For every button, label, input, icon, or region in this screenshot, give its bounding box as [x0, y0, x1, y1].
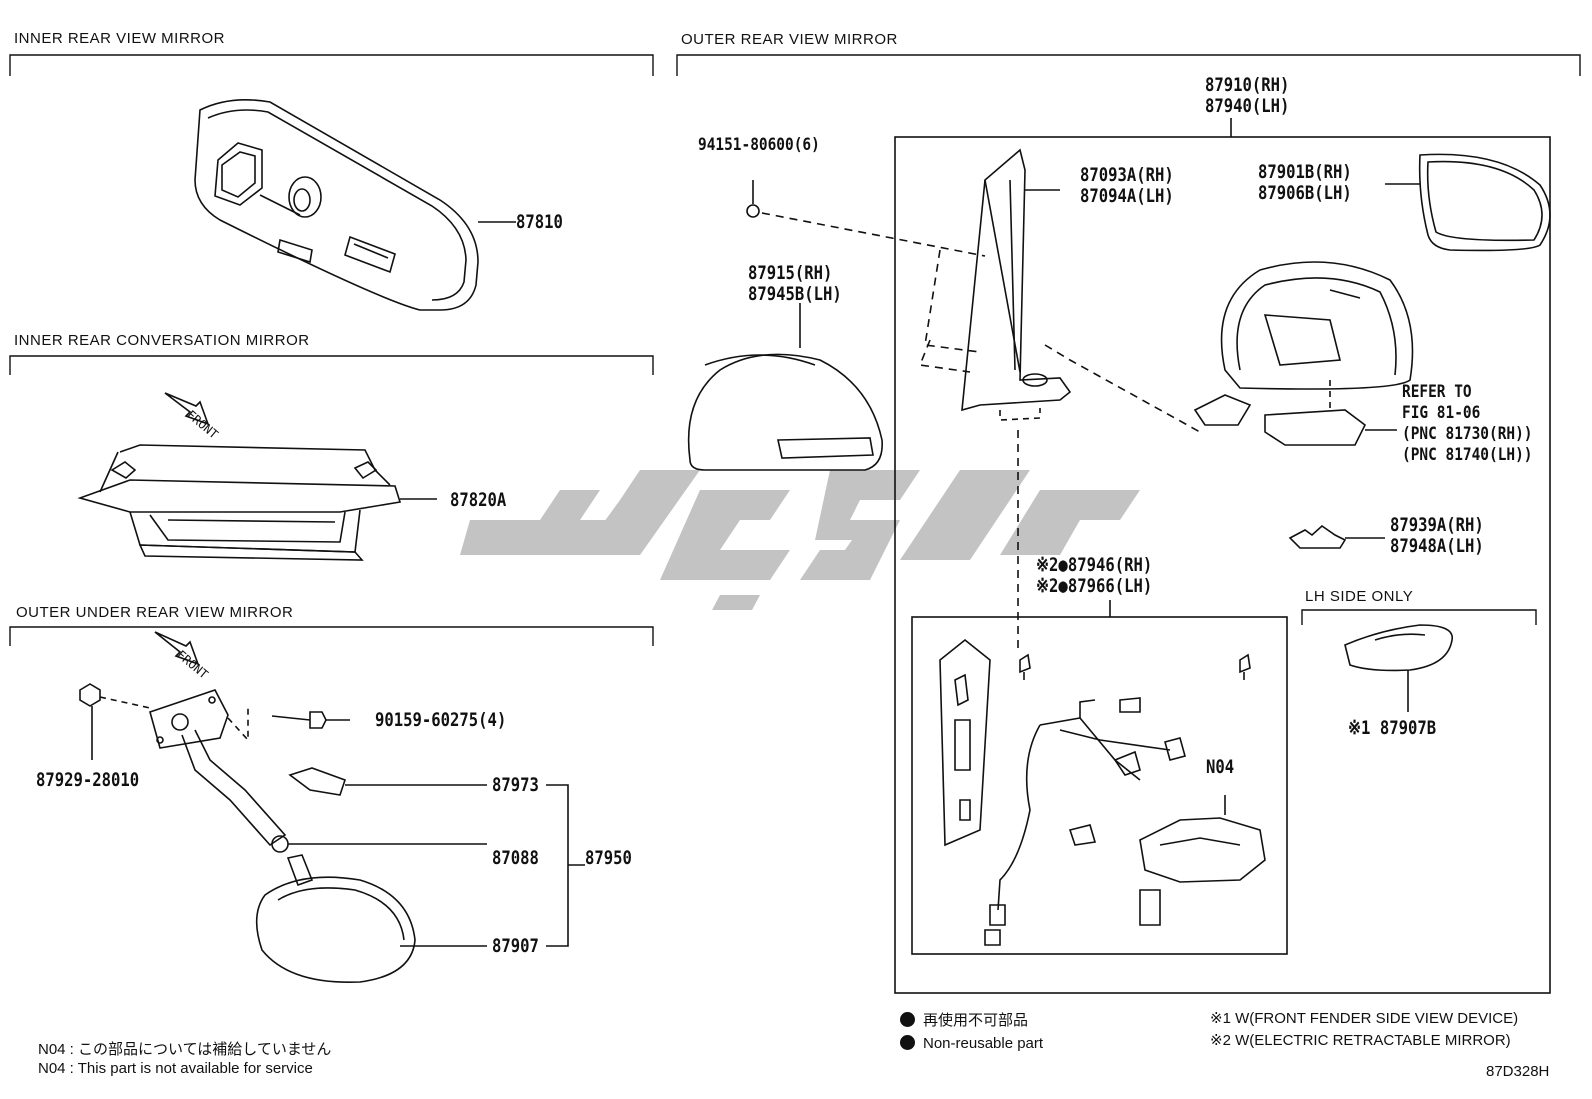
section-title-outer-under-rear-view: OUTER UNDER REAR VIEW MIRROR	[16, 604, 294, 621]
part-90159: 90159-60275(4)	[375, 709, 507, 731]
refer-line-1: REFER TO	[1402, 382, 1472, 402]
outer-rear-mirror	[687, 118, 1551, 994]
section-brackets	[9, 54, 1581, 646]
refer-line-3: (PNC 81730(RH))	[1402, 424, 1533, 444]
refer-line-2: FIG 81-06	[1402, 403, 1481, 423]
part-87946-rh: ※2●87946(RH)	[1036, 554, 1153, 576]
legend-w1: ※1 W(FRONT FENDER SIDE VIEW DEVICE)	[1210, 1010, 1519, 1027]
part-87820a: 87820A	[450, 489, 507, 511]
part-87929: 87929-28010	[36, 769, 140, 791]
non-reusable-dot-icon	[900, 1035, 915, 1050]
part-87906b-lh: 87906B(LH)	[1258, 182, 1352, 204]
part-87950: 87950	[585, 847, 632, 869]
part-87907b: ※1 87907B	[1348, 717, 1437, 739]
part-87946-group: ※2●87946(RH) ※2●87966(LH)	[1036, 555, 1152, 597]
outer-under-mirror	[79, 631, 585, 984]
legend-en: Non-reusable part	[900, 1035, 1043, 1052]
part-87093a-group: 87093A(RH) 87094A(LH)	[1080, 165, 1174, 207]
legend-jp-text: 再使用不可部品	[923, 1012, 1029, 1029]
section-title-lh-side-only: LH SIDE ONLY	[1305, 588, 1414, 605]
part-87948a-lh: 87948A(LH)	[1390, 535, 1484, 557]
part-87901b-rh: 87901B(RH)	[1258, 161, 1352, 183]
part-87094a-lh: 87094A(LH)	[1080, 185, 1174, 207]
section-title-outer-rear-view: OUTER REAR VIEW MIRROR	[681, 31, 898, 48]
part-87093a-rh: 87093A(RH)	[1080, 164, 1174, 186]
part-87966-lh: ※2●87966(LH)	[1036, 575, 1153, 597]
note-en: N04 : This part is not available for ser…	[38, 1060, 313, 1077]
non-reusable-dot-icon	[900, 1012, 915, 1027]
figure-code: 87D328H	[1486, 1063, 1550, 1080]
part-87939a-group: 87939A(RH) 87948A(LH)	[1390, 515, 1484, 557]
part-87915-group: 87915(RH) 87945B(LH)	[748, 263, 842, 305]
part-87088: 87088	[492, 847, 539, 869]
note-jp: N04 : この部品については補給していません	[38, 1041, 332, 1058]
inner-mirror-87810	[194, 98, 516, 311]
part-94151: 94151-80600(6)	[698, 135, 820, 155]
legend-jp: 再使用不可部品	[900, 1009, 1028, 1030]
watermark	[460, 470, 1140, 610]
part-87907: 87907	[492, 935, 539, 957]
part-87910-rh: 87910(RH)	[1205, 74, 1290, 96]
part-87973: 87973	[492, 774, 539, 796]
part-87910-group: 87910(RH) 87940(LH)	[1205, 75, 1289, 117]
section-title-inner-rear-view: INNER REAR VIEW MIRROR	[14, 30, 226, 47]
legend-w2: ※2 W(ELECTRIC RETRACTABLE MIRROR)	[1210, 1032, 1511, 1049]
part-87915-rh: 87915(RH)	[748, 262, 833, 284]
part-87939a-rh: 87939A(RH)	[1390, 514, 1484, 536]
part-87901b-group: 87901B(RH) 87906B(LH)	[1258, 162, 1352, 204]
legend-en-text: Non-reusable part	[923, 1035, 1044, 1052]
part-87810: 87810	[516, 211, 563, 233]
refer-note: REFER TO FIG 81-06 (PNC 81730(RH)) (PNC …	[1402, 382, 1533, 466]
refer-line-4: (PNC 81740(LH))	[1402, 445, 1533, 465]
part-n04: N04	[1206, 756, 1235, 778]
part-87940-lh: 87940(LH)	[1205, 95, 1290, 117]
conversation-mirror-87820a	[77, 392, 437, 561]
part-87945b-lh: 87945B(LH)	[748, 283, 842, 305]
section-title-inner-rear-conversation: INNER REAR CONVERSATION MIRROR	[14, 332, 310, 349]
